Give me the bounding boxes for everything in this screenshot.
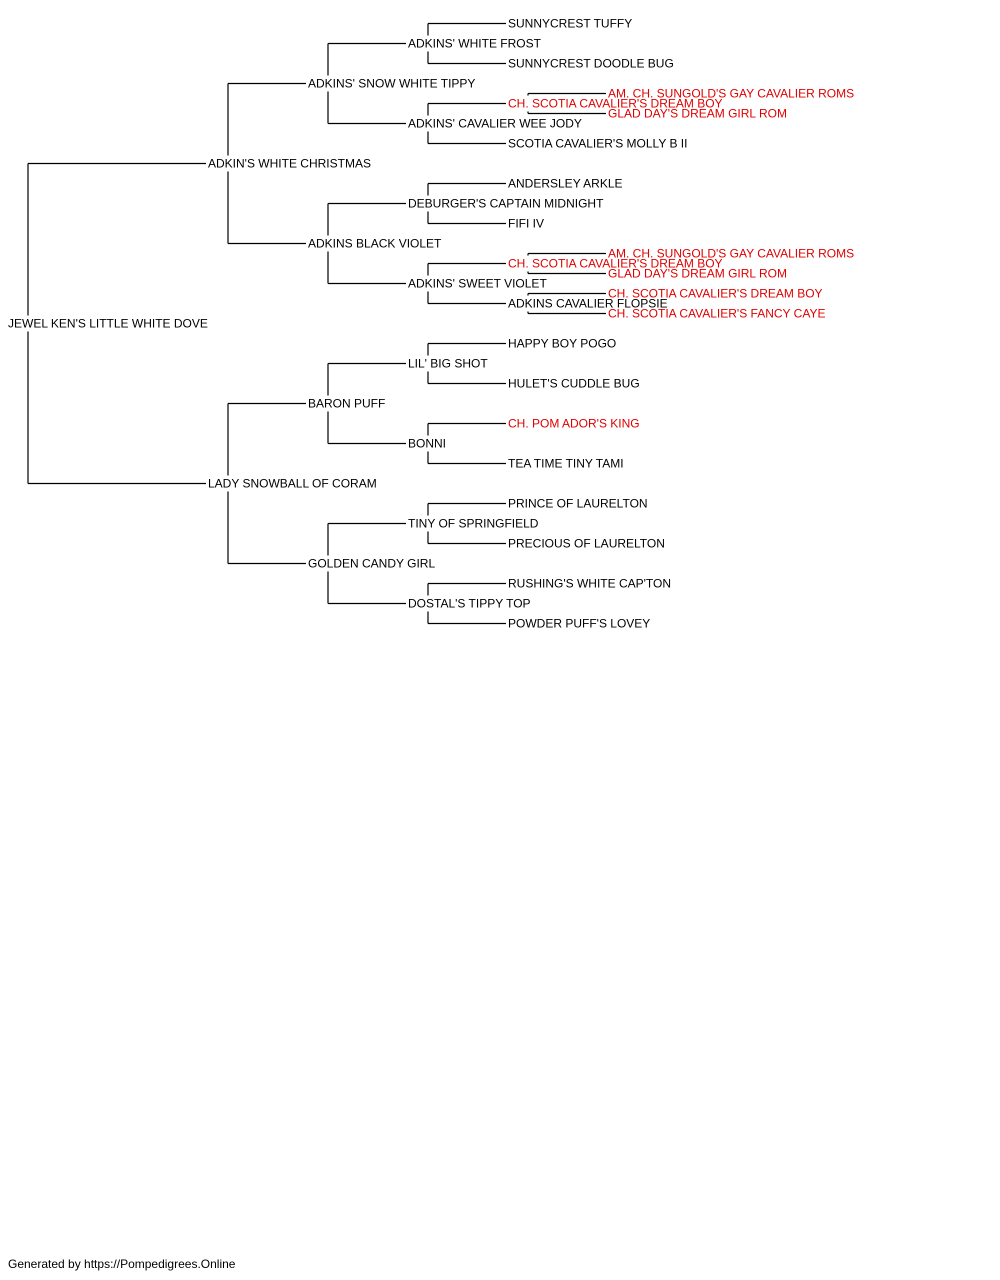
- ancestor-name: BARON PUFF: [308, 397, 385, 411]
- ancestor-name: BONNI: [408, 437, 446, 451]
- ancestor-name: CH. SCOTIA CAVALIER'S DREAM BOY: [508, 257, 723, 271]
- ancestor-name: POWDER PUFF'S LOVEY: [508, 617, 650, 631]
- ancestor-name: LADY SNOWBALL OF CORAM: [208, 477, 377, 491]
- ancestor-name: RUSHING'S WHITE CAP'TON: [508, 577, 671, 591]
- ancestor-name: LIL' BIG SHOT: [408, 357, 488, 371]
- ancestor-name: PRECIOUS OF LAURELTON: [508, 537, 665, 551]
- ancestor-name: CH. SCOTIA CAVALIER'S DREAM BOY: [508, 97, 723, 111]
- ancestor-name: AM. CH. SUNGOLD'S GAY CAVALIER ROMS: [608, 87, 854, 101]
- ancestor-name: SCOTIA CAVALIER'S MOLLY B II: [508, 137, 687, 151]
- ancestor-name: CH. SCOTIA CAVALIER'S FANCY CAYE: [608, 307, 825, 321]
- ancestor-name: PRINCE OF LAURELTON: [508, 497, 648, 511]
- ancestor-name: TEA TIME TINY TAMI: [508, 457, 624, 471]
- ancestor-name: ADKINS' WHITE FROST: [408, 37, 542, 51]
- generated-by-credit: Generated by https://Pompedigrees.Online: [8, 1257, 236, 1271]
- ancestor-name: DEBURGER'S CAPTAIN MIDNIGHT: [408, 197, 604, 211]
- ancestor-name: HULET'S CUDDLE BUG: [508, 377, 640, 391]
- ancestor-name: HAPPY BOY POGO: [508, 337, 616, 351]
- ancestor-name: FIFI IV: [508, 217, 544, 231]
- ancestor-name: GOLDEN CANDY GIRL: [308, 557, 435, 571]
- ancestor-name: TINY OF SPRINGFIELD: [408, 517, 539, 531]
- ancestor-name: ADKINS' CAVALIER WEE JODY: [408, 117, 582, 131]
- ancestor-name: GLAD DAY'S DREAM GIRL ROM: [608, 267, 787, 281]
- ancestor-name: ADKINS' SWEET VIOLET: [408, 277, 547, 291]
- ancestor-name: SUNNYCREST TUFFY: [508, 17, 632, 31]
- ancestor-name: SUNNYCREST DOODLE BUG: [508, 57, 674, 71]
- ancestor-name: CH. SCOTIA CAVALIER'S DREAM BOY: [608, 287, 823, 301]
- ancestor-name: CH. POM ADOR'S KING: [508, 417, 640, 431]
- ancestor-name: ADKIN'S WHITE CHRISTMAS: [208, 157, 371, 171]
- ancestor-name: ANDERSLEY ARKLE: [508, 177, 623, 191]
- ancestor-name: ADKINS BLACK VIOLET: [308, 237, 442, 251]
- ancestor-name: GLAD DAY'S DREAM GIRL ROM: [608, 107, 787, 121]
- subject-dog-name: JEWEL KEN'S LITTLE WHITE DOVE: [8, 317, 208, 331]
- ancestor-name: ADKINS CAVALIER FLOPSIE: [508, 297, 668, 311]
- ancestor-name: AM. CH. SUNGOLD'S GAY CAVALIER ROMS: [608, 247, 854, 261]
- ancestor-name: DOSTAL'S TIPPY TOP: [408, 597, 531, 611]
- ancestor-name: ADKINS' SNOW WHITE TIPPY: [308, 77, 475, 91]
